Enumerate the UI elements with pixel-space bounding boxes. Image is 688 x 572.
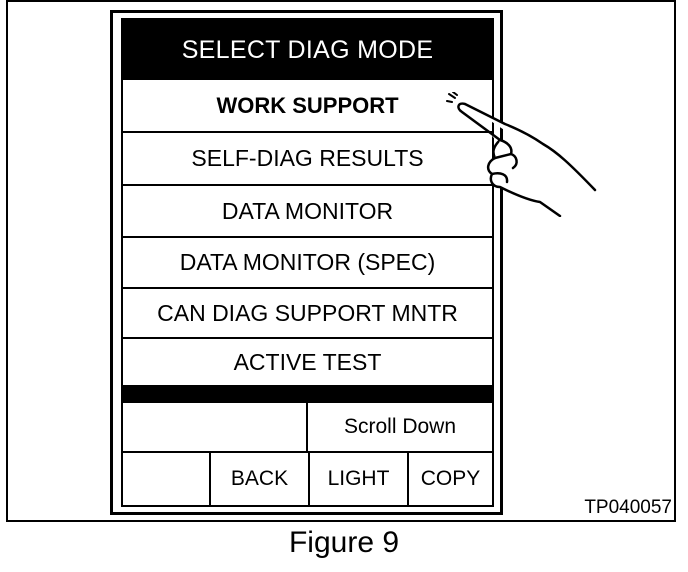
menu-item-self-diag-results[interactable]: SELF-DIAG RESULTS [123,133,492,186]
menu-item-can-diag-support-mntr[interactable]: CAN DIAG SUPPORT MNTR [123,289,492,339]
screen-title: SELECT DIAG MODE [123,20,492,80]
scroll-down-button[interactable]: Scroll Down [308,403,492,453]
back-button[interactable]: BACK [211,453,310,505]
menu-item-data-monitor-spec[interactable]: DATA MONITOR (SPEC) [123,238,492,289]
pointing-hand-icon [446,92,597,217]
menu-item-data-monitor[interactable]: DATA MONITOR [123,186,492,238]
figure-caption: Figure 9 [288,526,400,559]
device-screen-border [110,10,503,515]
figure-code: TP040057 [584,497,672,518]
empty-button-slot [123,403,308,453]
diag-screen: SELECT DIAG MODE WORK SUPPORT SELF-DIAG … [121,18,494,507]
menu-item-work-support[interactable]: WORK SUPPORT [123,80,492,133]
separator-bar [123,387,492,403]
empty-soft-key [123,453,211,505]
copy-button[interactable]: COPY [420,467,481,490]
figure-frame [6,0,676,522]
light-button[interactable]: LIGHT [310,453,409,505]
menu-item-active-test[interactable]: ACTIVE TEST [123,339,492,387]
